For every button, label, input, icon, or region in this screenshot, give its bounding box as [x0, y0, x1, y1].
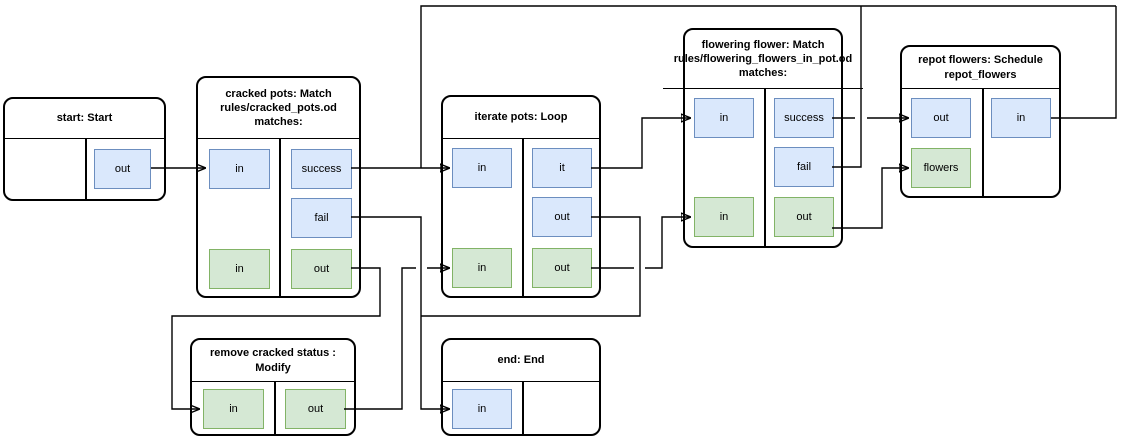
- edge-flowering-out-to-repot-flowers[interactable]: [832, 168, 908, 229]
- edge-cracked-fail-to-end-in[interactable]: [351, 216, 449, 409]
- port-remove-in-data[interactable]: in: [203, 389, 264, 429]
- node-flowering-flower[interactable]: flowering flower: Match rules/flowering_…: [663, 28, 863, 248]
- node-remove-cracked-status-title: remove cracked status : Modify: [192, 340, 354, 382]
- node-cracked-pots[interactable]: cracked pots: Match rules/cracked_pots.o…: [196, 76, 361, 298]
- node-repot-flowers[interactable]: repot flowers: Schedule repot_flowers ou…: [900, 45, 1061, 198]
- port-cracked-in-data[interactable]: in: [209, 249, 270, 289]
- edge-iterate-it-to-flowering-in[interactable]: [591, 118, 690, 169]
- column-divider: [85, 139, 87, 199]
- port-iterate-it[interactable]: it: [532, 148, 592, 188]
- port-cracked-fail[interactable]: fail: [291, 198, 352, 238]
- port-flowering-in-data[interactable]: in: [694, 197, 754, 237]
- port-flowering-in[interactable]: in: [694, 98, 754, 138]
- column-divider: [764, 89, 766, 246]
- port-repot-out[interactable]: out: [911, 98, 971, 138]
- node-repot-flowers-title: repot flowers: Schedule repot_flowers: [902, 47, 1059, 89]
- port-iterate-in[interactable]: in: [452, 148, 512, 188]
- node-cracked-pots-title: cracked pots: Match rules/cracked_pots.o…: [198, 78, 359, 139]
- port-remove-out-data[interactable]: out: [285, 389, 346, 429]
- column-divider: [274, 382, 276, 434]
- port-end-in[interactable]: in: [452, 389, 512, 429]
- node-start[interactable]: start: Start out: [3, 97, 166, 201]
- node-iterate-pots[interactable]: iterate pots: Loop in it out in out: [441, 95, 601, 298]
- port-iterate-out-data[interactable]: out: [532, 248, 592, 288]
- column-divider: [522, 139, 524, 296]
- port-flowering-success[interactable]: success: [774, 98, 834, 138]
- node-remove-cracked-status[interactable]: remove cracked status : Modify in out: [190, 338, 356, 436]
- node-end-title: end: End: [443, 340, 599, 382]
- node-start-title: start: Start: [5, 99, 164, 139]
- port-iterate-in-data[interactable]: in: [452, 248, 512, 288]
- node-iterate-pots-title: iterate pots: Loop: [443, 97, 599, 139]
- port-cracked-out-data[interactable]: out: [291, 249, 352, 289]
- port-iterate-out[interactable]: out: [532, 197, 592, 237]
- column-divider: [522, 382, 524, 434]
- port-flowering-fail[interactable]: fail: [774, 147, 834, 187]
- port-repot-in[interactable]: in: [991, 98, 1051, 138]
- port-repot-flowers[interactable]: flowers: [911, 148, 971, 188]
- port-flowering-out-data[interactable]: out: [774, 197, 834, 237]
- column-divider: [982, 89, 984, 196]
- port-cracked-in[interactable]: in: [209, 149, 270, 189]
- node-flowering-flower-title: flowering flower: Match rules/flowering_…: [663, 30, 863, 89]
- node-end[interactable]: end: End in: [441, 338, 601, 436]
- port-cracked-success[interactable]: success: [291, 149, 352, 189]
- column-divider: [279, 139, 281, 296]
- port-start-out[interactable]: out: [94, 149, 151, 189]
